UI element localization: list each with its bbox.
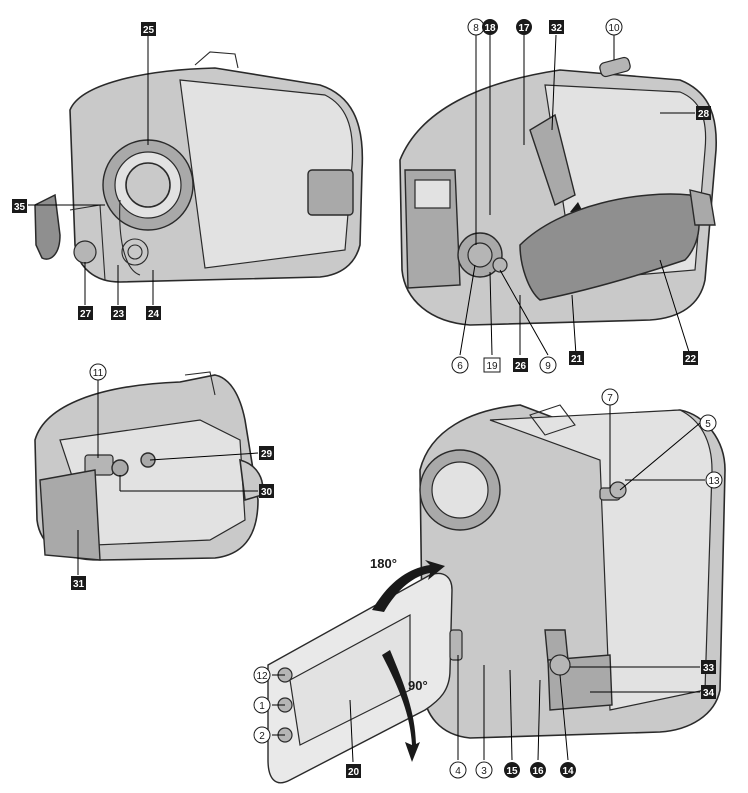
svg-text:15: 15 — [506, 766, 518, 777]
front-view — [34, 51, 364, 283]
svg-text:4: 4 — [455, 766, 461, 777]
svg-text:21: 21 — [571, 354, 583, 365]
svg-text:30: 30 — [261, 487, 273, 498]
callout-18: 18 — [482, 19, 498, 35]
callout-31: 31 — [71, 576, 86, 590]
svg-text:10: 10 — [608, 23, 620, 34]
bottom-view — [34, 371, 264, 561]
callout-25: 25 — [141, 22, 156, 36]
callout-26: 26 — [513, 358, 528, 372]
svg-text:14: 14 — [562, 766, 574, 777]
callout-14: 14 — [560, 762, 576, 778]
svg-text:6: 6 — [457, 361, 463, 372]
callout-7: 7 — [601, 388, 619, 406]
rear-view — [399, 56, 717, 326]
svg-text:35: 35 — [14, 202, 26, 213]
callout-9: 9 — [539, 356, 557, 374]
svg-text:3: 3 — [481, 766, 487, 777]
callout-22: 22 — [683, 351, 698, 365]
callout-6: 6 — [451, 356, 469, 374]
callout-33: 33 — [701, 660, 716, 674]
svg-text:26: 26 — [515, 361, 527, 372]
callout-3: 3 — [475, 761, 493, 779]
callout-13: 13 — [705, 471, 723, 489]
svg-text:20: 20 — [348, 767, 360, 778]
svg-text:9: 9 — [545, 361, 551, 372]
callout-24: 24 — [146, 306, 161, 320]
svg-text:2: 2 — [259, 731, 265, 742]
svg-text:8: 8 — [473, 23, 479, 34]
svg-text:28: 28 — [698, 109, 710, 120]
svg-text:23: 23 — [113, 309, 125, 320]
callout-19: 19 — [483, 357, 501, 373]
svg-text:25: 25 — [143, 25, 155, 36]
svg-text:31: 31 — [73, 579, 85, 590]
svg-text:12: 12 — [256, 671, 268, 682]
svg-text:19: 19 — [486, 361, 498, 372]
callout-4: 4 — [449, 761, 467, 779]
svg-text:34: 34 — [703, 688, 715, 699]
svg-text:16: 16 — [532, 766, 544, 777]
svg-text:7: 7 — [607, 393, 613, 404]
callout-10: 10 — [605, 18, 623, 36]
callout-29: 29 — [259, 446, 274, 460]
svg-text:18: 18 — [484, 23, 496, 34]
callout-11: 11 — [89, 363, 107, 381]
svg-text:33: 33 — [703, 663, 715, 674]
angle-90-label: 90° — [408, 678, 428, 693]
leader-lines — [28, 34, 705, 763]
svg-text:13: 13 — [708, 476, 720, 487]
svg-text:17: 17 — [518, 23, 530, 34]
callout-21: 21 — [569, 351, 584, 365]
callout-15: 15 — [504, 762, 520, 778]
callout-30: 30 — [259, 484, 274, 498]
callout-32: 32 — [549, 20, 564, 34]
lcd-open-view — [267, 404, 726, 784]
callout-17: 17 — [516, 19, 532, 35]
callout-20: 20 — [346, 764, 361, 778]
callout-16: 16 — [530, 762, 546, 778]
callout-34: 34 — [701, 685, 716, 699]
callout-5: 5 — [699, 414, 717, 432]
callout-35: 35 — [12, 199, 27, 213]
callout-23: 23 — [111, 306, 126, 320]
callout-12: 12 — [253, 666, 271, 684]
svg-text:24: 24 — [148, 309, 160, 320]
svg-text:5: 5 — [705, 419, 711, 430]
svg-text:27: 27 — [80, 309, 92, 320]
svg-text:29: 29 — [261, 449, 273, 460]
svg-text:22: 22 — [685, 354, 697, 365]
callout-28: 28 — [696, 106, 711, 120]
callout-2: 2 — [253, 726, 271, 744]
callout-1: 1 — [253, 696, 271, 714]
callout-27: 27 — [78, 306, 93, 320]
angle-180-label: 180° — [370, 556, 397, 571]
svg-text:32: 32 — [551, 23, 563, 34]
svg-text:11: 11 — [93, 368, 104, 379]
callout-8: 8 — [467, 18, 485, 36]
svg-text:1: 1 — [259, 701, 265, 712]
